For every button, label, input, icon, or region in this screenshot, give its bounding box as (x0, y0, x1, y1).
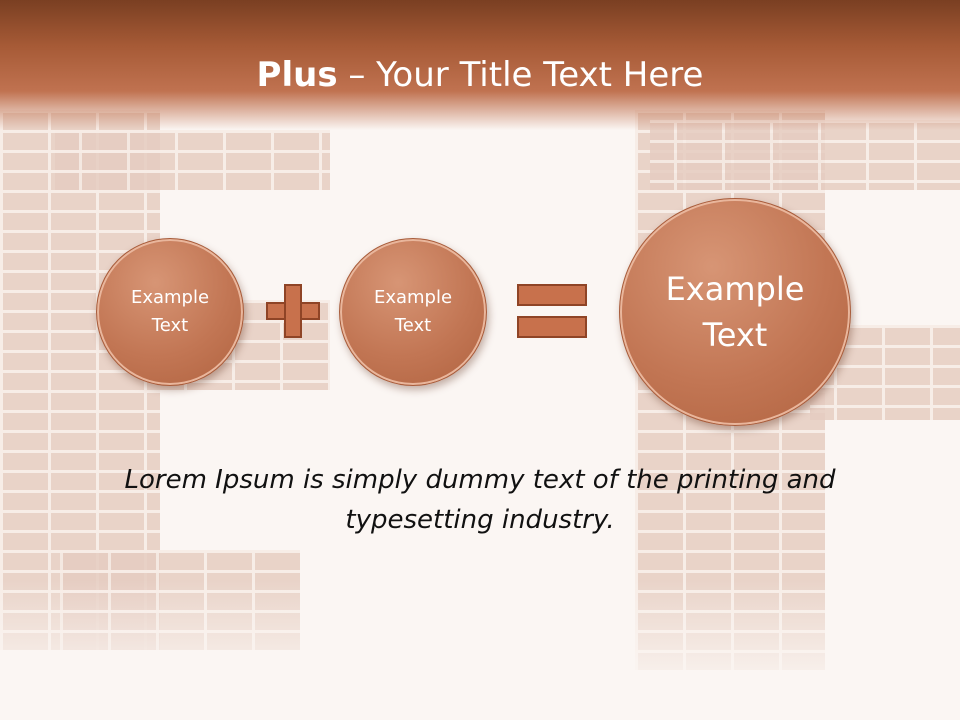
equals-bar-top (517, 284, 587, 306)
plus-icon (266, 284, 320, 338)
slide-title: Plus – Your Title Text Here (0, 52, 960, 98)
title-band (0, 0, 960, 130)
brick-ledge-left-top (55, 130, 330, 190)
circle-left: Example Text (96, 238, 244, 386)
title-bold: Plus (256, 55, 338, 95)
body-text: Lorem Ipsum is simply dummy text of the … (124, 465, 836, 535)
circle-result-text: Example Text (665, 270, 805, 354)
brick-pillar-left (0, 110, 160, 650)
circle-middle-text: Example Text (373, 287, 453, 336)
floor-fade (0, 580, 960, 720)
circle-result: Example Text (619, 198, 851, 426)
brick-ledge-right-top (650, 120, 960, 190)
title-rest: – Your Title Text Here (337, 55, 704, 95)
circle-middle: Example Text (339, 238, 487, 386)
equals-bar-bottom (517, 316, 587, 338)
circle-left-text: Example Text (130, 287, 210, 336)
